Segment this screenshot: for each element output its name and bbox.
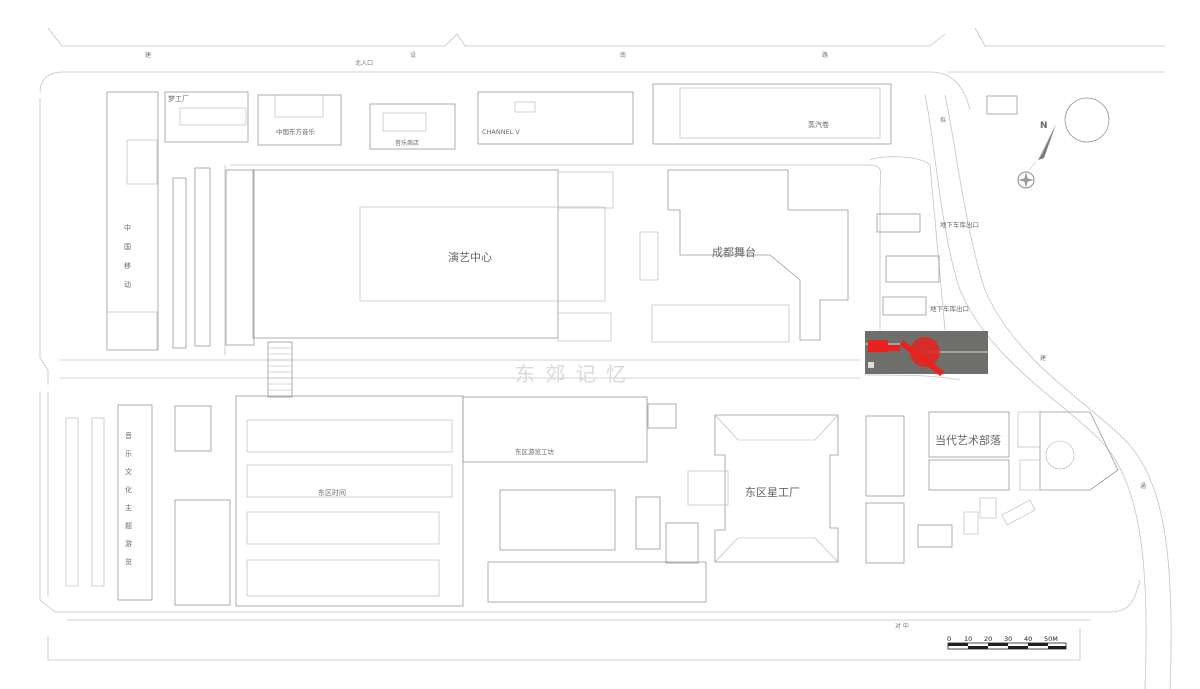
scale-tick-label: 50M xyxy=(1044,635,1058,643)
highlight-block xyxy=(868,340,888,352)
svg-text:主: 主 xyxy=(125,503,132,512)
road-label-north-1: 建 xyxy=(145,51,151,59)
label-east-district-time: 东区时间 xyxy=(318,488,346,497)
road-label-north-3: 南 xyxy=(620,51,626,59)
svg-text:音: 音 xyxy=(125,431,132,440)
label-music-store: 音乐商店 xyxy=(395,139,419,147)
svg-text:中: 中 xyxy=(124,223,131,232)
label-zhong-acoustic: 中国东方音乐 xyxy=(276,127,316,136)
svg-text:文: 文 xyxy=(125,467,132,476)
label-contemporary-art: 当代艺术部落 xyxy=(935,433,1001,447)
svg-text:动: 动 xyxy=(124,280,131,289)
labels: 建 设 南 路 北入口 拟 建 通 对 中 演艺中心 成都舞台 东区星工厂 当代… xyxy=(124,51,1146,630)
label-hot-shop: 蒸汽卷 xyxy=(808,120,829,129)
north-label: N xyxy=(1040,121,1048,131)
north-entrance-label: 北入口 xyxy=(355,59,373,67)
project-site-panel xyxy=(865,331,988,376)
scale-tick-label: 30 xyxy=(1004,635,1012,643)
label-chengdu-stage: 成都舞台 xyxy=(712,245,756,259)
buildings xyxy=(65,83,1119,607)
svg-text:题: 题 xyxy=(125,522,132,530)
road-label-north-2: 设 xyxy=(410,51,416,59)
road-label-east-1: 拟 xyxy=(940,116,946,124)
svg-text:国: 国 xyxy=(124,243,131,251)
label-performance-center: 演艺中心 xyxy=(448,250,492,264)
svg-text:化: 化 xyxy=(125,485,132,494)
north-arrow-icon: N xyxy=(1017,121,1056,189)
road-network xyxy=(39,27,1172,689)
svg-text:移: 移 xyxy=(124,261,131,270)
label-music-culture-vertical: 音 乐 文 化 主 题 游 览 xyxy=(125,431,132,566)
label-east-star-factory: 东区星工厂 xyxy=(745,486,800,499)
road-label-east-3: 通 xyxy=(1140,482,1146,490)
label-channel-v: CHANNEL V xyxy=(482,128,520,136)
stairs-element xyxy=(267,341,293,398)
china-mobile-building xyxy=(106,91,159,351)
scale-tick-label: 40 xyxy=(1024,635,1032,643)
scale-tick-label: 0 xyxy=(947,635,951,643)
road-label-south: 对 中 xyxy=(895,622,909,630)
label-dream-factory: 梦工厂 xyxy=(168,95,189,103)
scale-bar: 0 10 20 30 40 50M xyxy=(947,635,1067,650)
road-label-east-2: 建 xyxy=(1040,354,1046,362)
label-parking-entrance-2: 地下车库出口 xyxy=(930,304,969,313)
label-china-mobile-vertical: 中 国 移 动 xyxy=(124,223,131,289)
label-east-tour-workshop: 东区游览工坊 xyxy=(515,447,555,456)
watermark-dongjiao-memory: 东 郊 记 忆 xyxy=(515,362,628,386)
scale-tick-label: 20 xyxy=(984,635,992,643)
svg-text:乐: 乐 xyxy=(125,449,132,458)
parking-stalls-left xyxy=(65,417,105,587)
label-parking-entrance-1: 地下车库出口 xyxy=(940,220,979,229)
highlight-circle xyxy=(910,337,940,367)
road-label-north-4: 路 xyxy=(822,51,828,59)
svg-text:览: 览 xyxy=(125,557,132,566)
svg-text:游: 游 xyxy=(125,539,132,548)
scale-tick-label: 10 xyxy=(964,635,972,643)
